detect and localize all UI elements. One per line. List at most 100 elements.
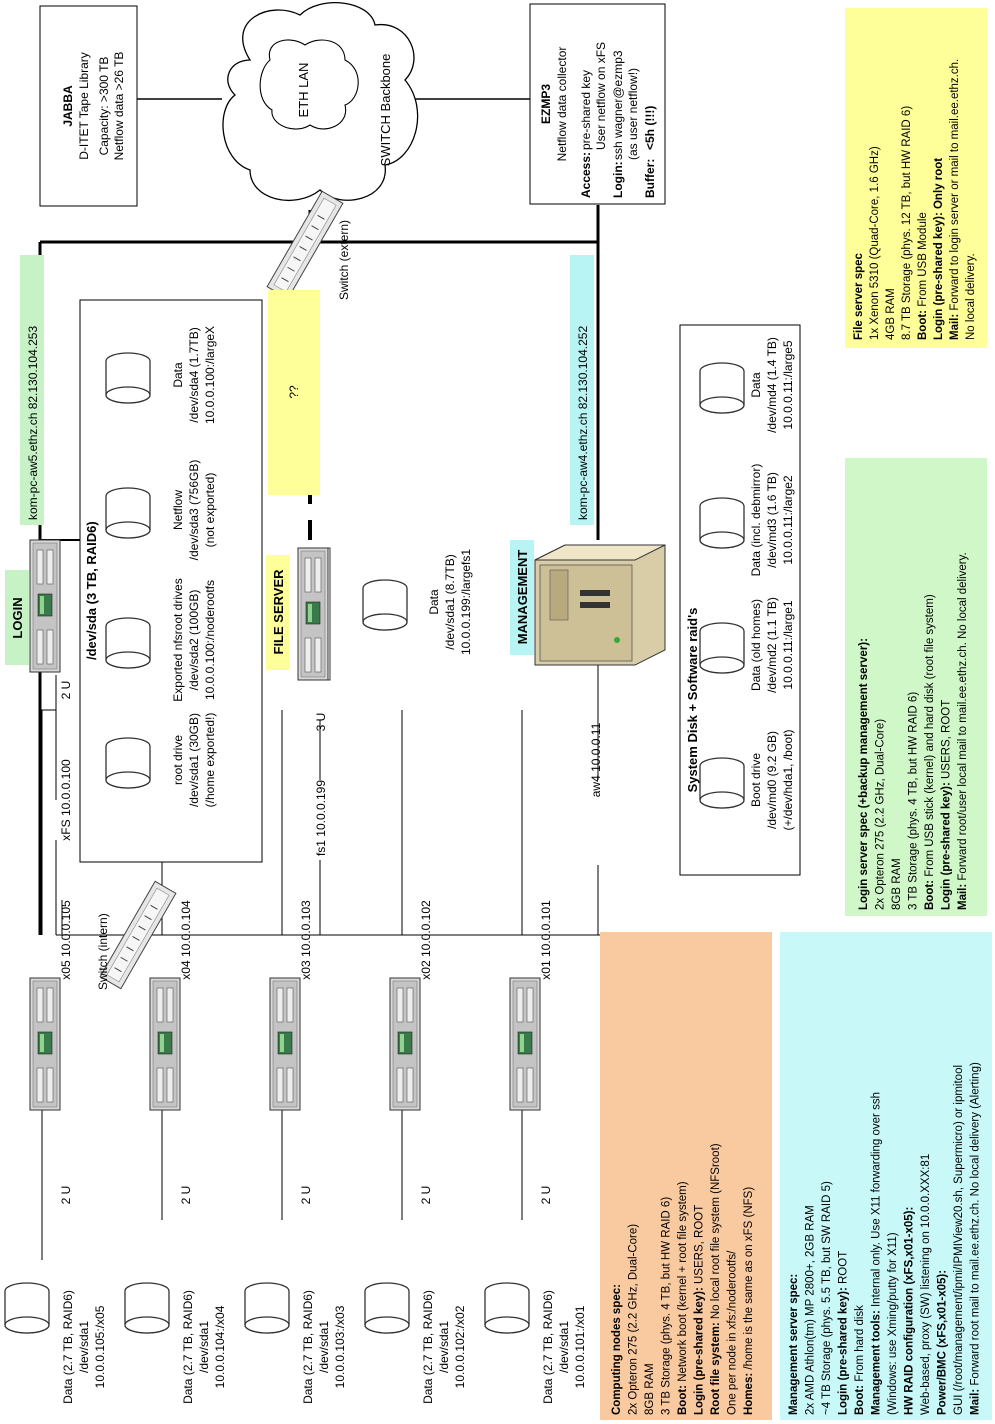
mgmt-label: MANAGEMENT [515, 550, 530, 645]
mgmt-disk-1-l1: /dev/md2 (1.1 TB) [765, 597, 779, 693]
node-x03-data-0: Data (2.7 TB, RAID6) [301, 1290, 315, 1404]
jabba-subtitle: D-ITET Tape Library [77, 52, 91, 160]
computing-spec-line: Root file system: No local root file sys… [710, 1143, 722, 1415]
ezmp3-access-value: pre-shared key [579, 70, 593, 150]
ezmp3-access-label: Access: [579, 152, 593, 198]
node-x02-data-2: 10.0.0.102:/x02 [453, 1305, 467, 1388]
switch-intern-label: Switch (intern) [96, 913, 110, 990]
node-x03-data-1: /dev/sda1 [317, 1321, 331, 1373]
node-x05-data-0: Data (2.7 TB, RAID6) [61, 1290, 75, 1404]
login-drive-2-l1: /dev/sda3 (756GB) [187, 460, 201, 561]
ezmp3-login-label: Login: [611, 161, 625, 198]
mgmt-disk-0-l0: Boot drive [749, 753, 763, 807]
computing-spec-line: 3 TB Storage (phys. 4 TB, but HW RAID 6) [661, 1197, 673, 1415]
mgmt-disk-3-l1: /dev/md4 (1.4 TB) [765, 337, 779, 433]
mgmt-disk-2-l0: Data (incl. debmirror) [749, 464, 763, 577]
management-spec-line: Management server spec: [788, 1274, 800, 1415]
node-x02-data-0: Data (2.7 TB, RAID6) [421, 1290, 435, 1404]
mgmt-disk-3-l2: 10.0.0.11:/large5 [781, 340, 795, 430]
fileserver-ip: fs1 10.0.0.199 [314, 780, 328, 856]
management-spec-line: HW RAID configuration (xFS,x01-x05): [904, 1207, 916, 1415]
computing-spec-line: 2x Opteron 275 (2.2 GHz, Dual-Core) [628, 1224, 640, 1415]
file-server: 3 U fs1 10.0.0.199 Data /dev/sda1 (8.7TB… [298, 548, 473, 856]
node-x01-name: x01 10.0.0.101 [539, 900, 553, 980]
mgmt-disk-3-l0: Data [749, 372, 763, 398]
node-x02-data-1: /dev/sda1 [437, 1321, 451, 1373]
fileserver-spec-line: Mail: Forward to login server or mail to… [949, 59, 961, 340]
mgmt-ip: aw4 10.0.0.11 [589, 722, 603, 797]
fileserver-spec-line: Login (pre-shared key): Only root [933, 158, 945, 340]
node-x01-data-0: Data (2.7 TB, RAID6) [541, 1290, 555, 1404]
login-units: 2 U [59, 681, 73, 700]
management-spec-line: Boot: From hard disk [854, 1305, 866, 1415]
computing-spec-line: Computing nodes spec: [611, 1284, 623, 1415]
login-drive-3-l1: /dev/sda4 (1.7TB) [187, 327, 201, 422]
login-drive-1-l2: 10.0.0.100:/noderootfs [203, 580, 217, 700]
login-spec-line: Login (pre-shared key): USERS, ROOT [941, 700, 953, 910]
login-label: LOGIN [10, 597, 25, 638]
fileserver-label: FILE SERVER [271, 569, 286, 655]
management-spec-line: (Windows: use Xming/putty for X11) [887, 1232, 899, 1415]
management-spec-line: Login (pre-shared key): ROOT [838, 1251, 850, 1415]
login-spec-line: Login server spec (+backup management se… [858, 638, 870, 910]
node-x04-name: x04 10.0.0.104 [179, 900, 193, 980]
login-drive-1-l0: Exported nfsroot drives [171, 578, 185, 701]
mgmt-disk-2-l1: /dev/md3 (1.6 TB) [765, 472, 779, 568]
switch-backbone-label: SWITCH Backbone [378, 54, 393, 167]
node-x01-units: 2 U [539, 1186, 553, 1205]
fileserver-spec-line: File server spec [853, 252, 865, 340]
login-drive-0-l2: (/home exported!) [203, 713, 217, 808]
management-spec-line: Mail: Forward root mail to mail.ee.ethz.… [970, 1062, 982, 1415]
compute-node-x03: 2 U x03 10.0.0.103 Data (2.7 TB, RAID6) … [245, 900, 347, 1404]
ezmp3-title: EZMP3 [539, 84, 553, 124]
node-x04-data-2: 10.0.0.104:/x04 [213, 1305, 227, 1388]
login-spec-line: Boot: From USB stick (kernel) and hard d… [924, 594, 936, 910]
mgmt-disk-2-l2: 10.0.0.11:/large2 [781, 475, 795, 565]
node-x03-data-2: 10.0.0.103:/x03 [333, 1305, 347, 1388]
fileserver-spec-line: Boot: From USB Module [917, 212, 929, 340]
mgmt-disks-title: System Disk + Software raid's [685, 608, 700, 793]
fileserver-data-l0: Data [427, 589, 441, 615]
node-x03-units: 2 U [299, 1186, 313, 1205]
fileserver-data-l1: /dev/sda1 (8.7TB) [443, 554, 457, 649]
ezmp3-access-user: User netflow on xFS [594, 42, 608, 150]
switch-extern: Switch (extern) [267, 191, 351, 300]
login-drives-title: /dev/sda (3 TB, RAID6) [84, 521, 99, 660]
computing-spec-line: Boot: Network boot (kernel + root file s… [677, 1181, 689, 1415]
jabba-netflow: Netflow data >26 TB [112, 52, 126, 161]
management-spec-line: Web-based, proxy (SW) listening on 10.0.… [920, 1154, 932, 1415]
fileserver-spec-line: No local delivery. [965, 253, 977, 340]
login-drive-0-l1: /dev/sda1 (30GB) [187, 713, 201, 807]
fileserver-disk [363, 580, 407, 630]
login-drive-1-l1: /dev/sda2 (100GB) [187, 590, 201, 691]
node-x04-data-1: /dev/sda1 [197, 1321, 211, 1373]
login-hostname: kom-pc-aw5.ethz.ch 82.130.104.253 [26, 326, 40, 520]
login-server: 2 U xFS 10.0.0.100 /dev/sda (3 TB, RAID6… [30, 300, 262, 862]
ezmp3-login-note: (as user netflow!) [626, 68, 640, 160]
node-x05-data-1: /dev/sda1 [77, 1321, 91, 1373]
jabba-box: JABBA D-ITET Tape Library Capacity: >300… [40, 6, 137, 206]
node-x01-data-2: 10.0.0.101:/x01 [573, 1305, 587, 1388]
node-x04-units: 2 U [179, 1186, 193, 1205]
node-x05-data-2: 10.0.0.105:/x05 [93, 1305, 107, 1388]
cloud: ETH LAN SWITCH Backbone [223, 3, 418, 201]
ezmp3-login-value: ssh wagner@ezmp3 [611, 50, 625, 160]
computing-spec-line: 8GB RAM [644, 1363, 656, 1415]
unknown-label: ?? [287, 385, 301, 399]
computing-spec-line: Login (pre-shared key): USERS, ROOT [694, 1205, 706, 1415]
jabba-title: JABBA [61, 85, 75, 127]
login-drive-0-l0: root drive [171, 735, 185, 785]
compute-node-x01: 2 U x01 10.0.0.101 Data (2.7 TB, RAID6) … [485, 900, 587, 1404]
switch-extern-label: Switch (extern) [337, 220, 351, 300]
mgmt-disk-0-l2: (+/dev/hda1, /boot) [781, 729, 795, 830]
jabba-capacity: Capacity: >300 TB [97, 57, 111, 156]
login-drive-3-l2: 10.0.0.100:/largeX [203, 326, 217, 424]
computing-spec-line: Homes: /home is the same as on xFS (NFS) [743, 1187, 755, 1415]
compute-node-x02: 2 U x02 10.0.0.102 Data (2.7 TB, RAID6) … [365, 900, 467, 1404]
mgmt-disk-1-l2: 10.0.0.11:/large1 [781, 600, 795, 690]
node-x02-units: 2 U [419, 1186, 433, 1205]
computing-spec-line: One per node in xfs:/noderootfs/ [727, 1250, 739, 1415]
fileserver-spec-line: 4GB RAM [885, 288, 897, 340]
login-drive-2-l2: (not exported) [203, 473, 217, 548]
